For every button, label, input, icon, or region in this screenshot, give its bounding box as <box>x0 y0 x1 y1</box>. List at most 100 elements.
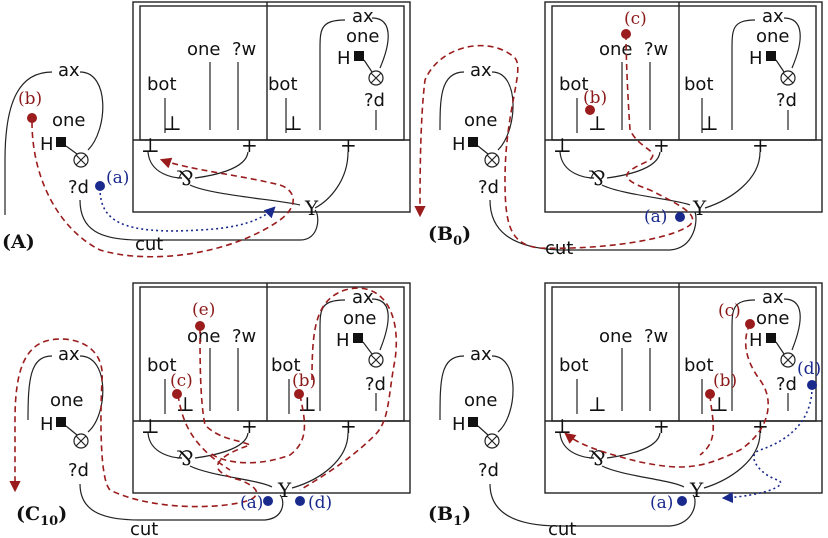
label-ax: ax <box>762 287 784 308</box>
label-d: ?d <box>68 460 89 481</box>
label-ax: ax <box>58 60 80 81</box>
label-H: H <box>749 48 763 69</box>
marker-a: (a) <box>650 493 673 513</box>
panel-a: bot ⊥ one ?w bot ⊥ ax one H ?d ⊥ + + ⅋ Y… <box>2 1 411 258</box>
marker-b-dot <box>705 389 715 399</box>
bottom-unit: ⊥ <box>700 111 719 135</box>
label-one: one <box>343 308 377 329</box>
marker-b-dot <box>585 105 595 115</box>
marker-c-dot <box>621 29 631 39</box>
marker-c-dot <box>745 319 755 329</box>
panel-b1: bot ⊥ one ?w bot ⊥ ax one H ?d ⊥ + + ⅋ Y… <box>428 282 823 538</box>
label-H: H <box>336 330 350 351</box>
label-bot: bot <box>147 74 177 95</box>
label-w: ?w <box>644 326 668 347</box>
marker-a-dot <box>95 181 105 191</box>
box-node <box>468 417 478 427</box>
panel-label-b1: (B1) <box>428 503 471 529</box>
par-node: ⅋ <box>588 166 606 190</box>
par-node: ⅋ <box>176 446 194 470</box>
outer-box <box>544 1 823 213</box>
marker-d: (d) <box>308 493 332 513</box>
tensor-node <box>780 70 796 86</box>
plus-symbol: + <box>653 414 670 438</box>
plus-symbol: + <box>752 133 769 157</box>
label-bot: bot <box>271 355 301 376</box>
label-d: ?d <box>68 177 89 198</box>
tensor-node <box>484 152 500 168</box>
plus-symbol: + <box>241 414 258 438</box>
panel-label-c10: (C10) <box>16 503 67 529</box>
label-one: one <box>50 390 84 411</box>
tensor-node <box>780 352 796 368</box>
box-node <box>56 417 66 427</box>
panel-c10: bot ⊥ one ?w bot ⊥ ax one H ?d ⊥ + + ⅋ Y… <box>9 282 411 538</box>
label-bot: bot <box>684 74 714 95</box>
marker-d-dot <box>807 380 817 390</box>
marker-b: (b) <box>583 88 607 108</box>
label-ax: ax <box>470 344 492 365</box>
label-ax: ax <box>470 60 492 81</box>
marker-a: (a) <box>644 207 667 227</box>
marker-b: (b) <box>713 371 737 391</box>
label-cut: cut <box>130 519 158 538</box>
label-d: ?d <box>776 90 797 111</box>
label-bot: bot <box>268 74 298 95</box>
label-d: ?d <box>364 90 385 111</box>
label-H: H <box>452 414 466 435</box>
label-one: one <box>464 110 498 131</box>
marker-d-dot <box>295 496 305 506</box>
marker-b-dot <box>294 389 304 399</box>
tensor-node <box>368 70 384 86</box>
marker-c-dot <box>172 389 182 399</box>
label-one: one <box>187 326 221 347</box>
marker-b-dot <box>27 113 37 123</box>
marker-c: (c) <box>718 301 741 321</box>
label-one: one <box>599 39 633 60</box>
label-cut: cut <box>548 519 576 538</box>
tensor-node <box>484 433 500 449</box>
outer-box <box>544 282 823 494</box>
panel-label-a: (A) <box>2 231 35 253</box>
marker-a-dot <box>677 496 687 506</box>
box-node <box>766 51 776 61</box>
plus-symbol: + <box>340 133 357 157</box>
tensor-node <box>368 352 384 368</box>
tensor-node <box>73 433 89 449</box>
bottom-symbol: ⊥ <box>141 133 160 157</box>
label-H: H <box>749 330 763 351</box>
box-node <box>766 333 776 343</box>
label-w: ?w <box>644 39 668 60</box>
bottom-unit: ⊥ <box>588 392 607 416</box>
tensor-node <box>73 152 89 168</box>
box-node <box>56 137 66 147</box>
tensor-y: Y <box>689 478 704 502</box>
label-H: H <box>40 414 54 435</box>
label-ax: ax <box>352 6 374 27</box>
bottom-unit: ⊥ <box>163 111 182 135</box>
panel-label-b0: (B0) <box>428 223 471 249</box>
label-w: ?w <box>232 39 256 60</box>
panel-b0: bot ⊥ one ?w bot ⊥ ax one H ?d ⊥ + + ⅋ Y… <box>414 1 823 259</box>
par-node: ⅋ <box>176 166 194 190</box>
label-cut: cut <box>135 234 163 255</box>
label-d: ?d <box>478 177 499 198</box>
label-ax: ax <box>762 6 784 27</box>
bottom-unit: ⊥ <box>710 392 729 416</box>
bottom-symbol: ⊥ <box>141 414 160 438</box>
bottom-unit: ⊥ <box>588 111 607 135</box>
bottom-symbol: ⊥ <box>553 133 572 157</box>
label-one: one <box>464 390 498 411</box>
outer-box <box>132 282 411 494</box>
label-w: ?w <box>232 326 256 347</box>
label-d: ?d <box>365 374 386 395</box>
label-H: H <box>337 48 351 69</box>
label-one: one <box>756 308 790 329</box>
inner-box <box>139 5 405 141</box>
label-bot: bot <box>684 355 714 376</box>
label-ax: ax <box>352 287 374 308</box>
marker-b: (b) <box>18 89 42 109</box>
marker-a: (a) <box>106 168 129 188</box>
label-H: H <box>452 134 466 155</box>
